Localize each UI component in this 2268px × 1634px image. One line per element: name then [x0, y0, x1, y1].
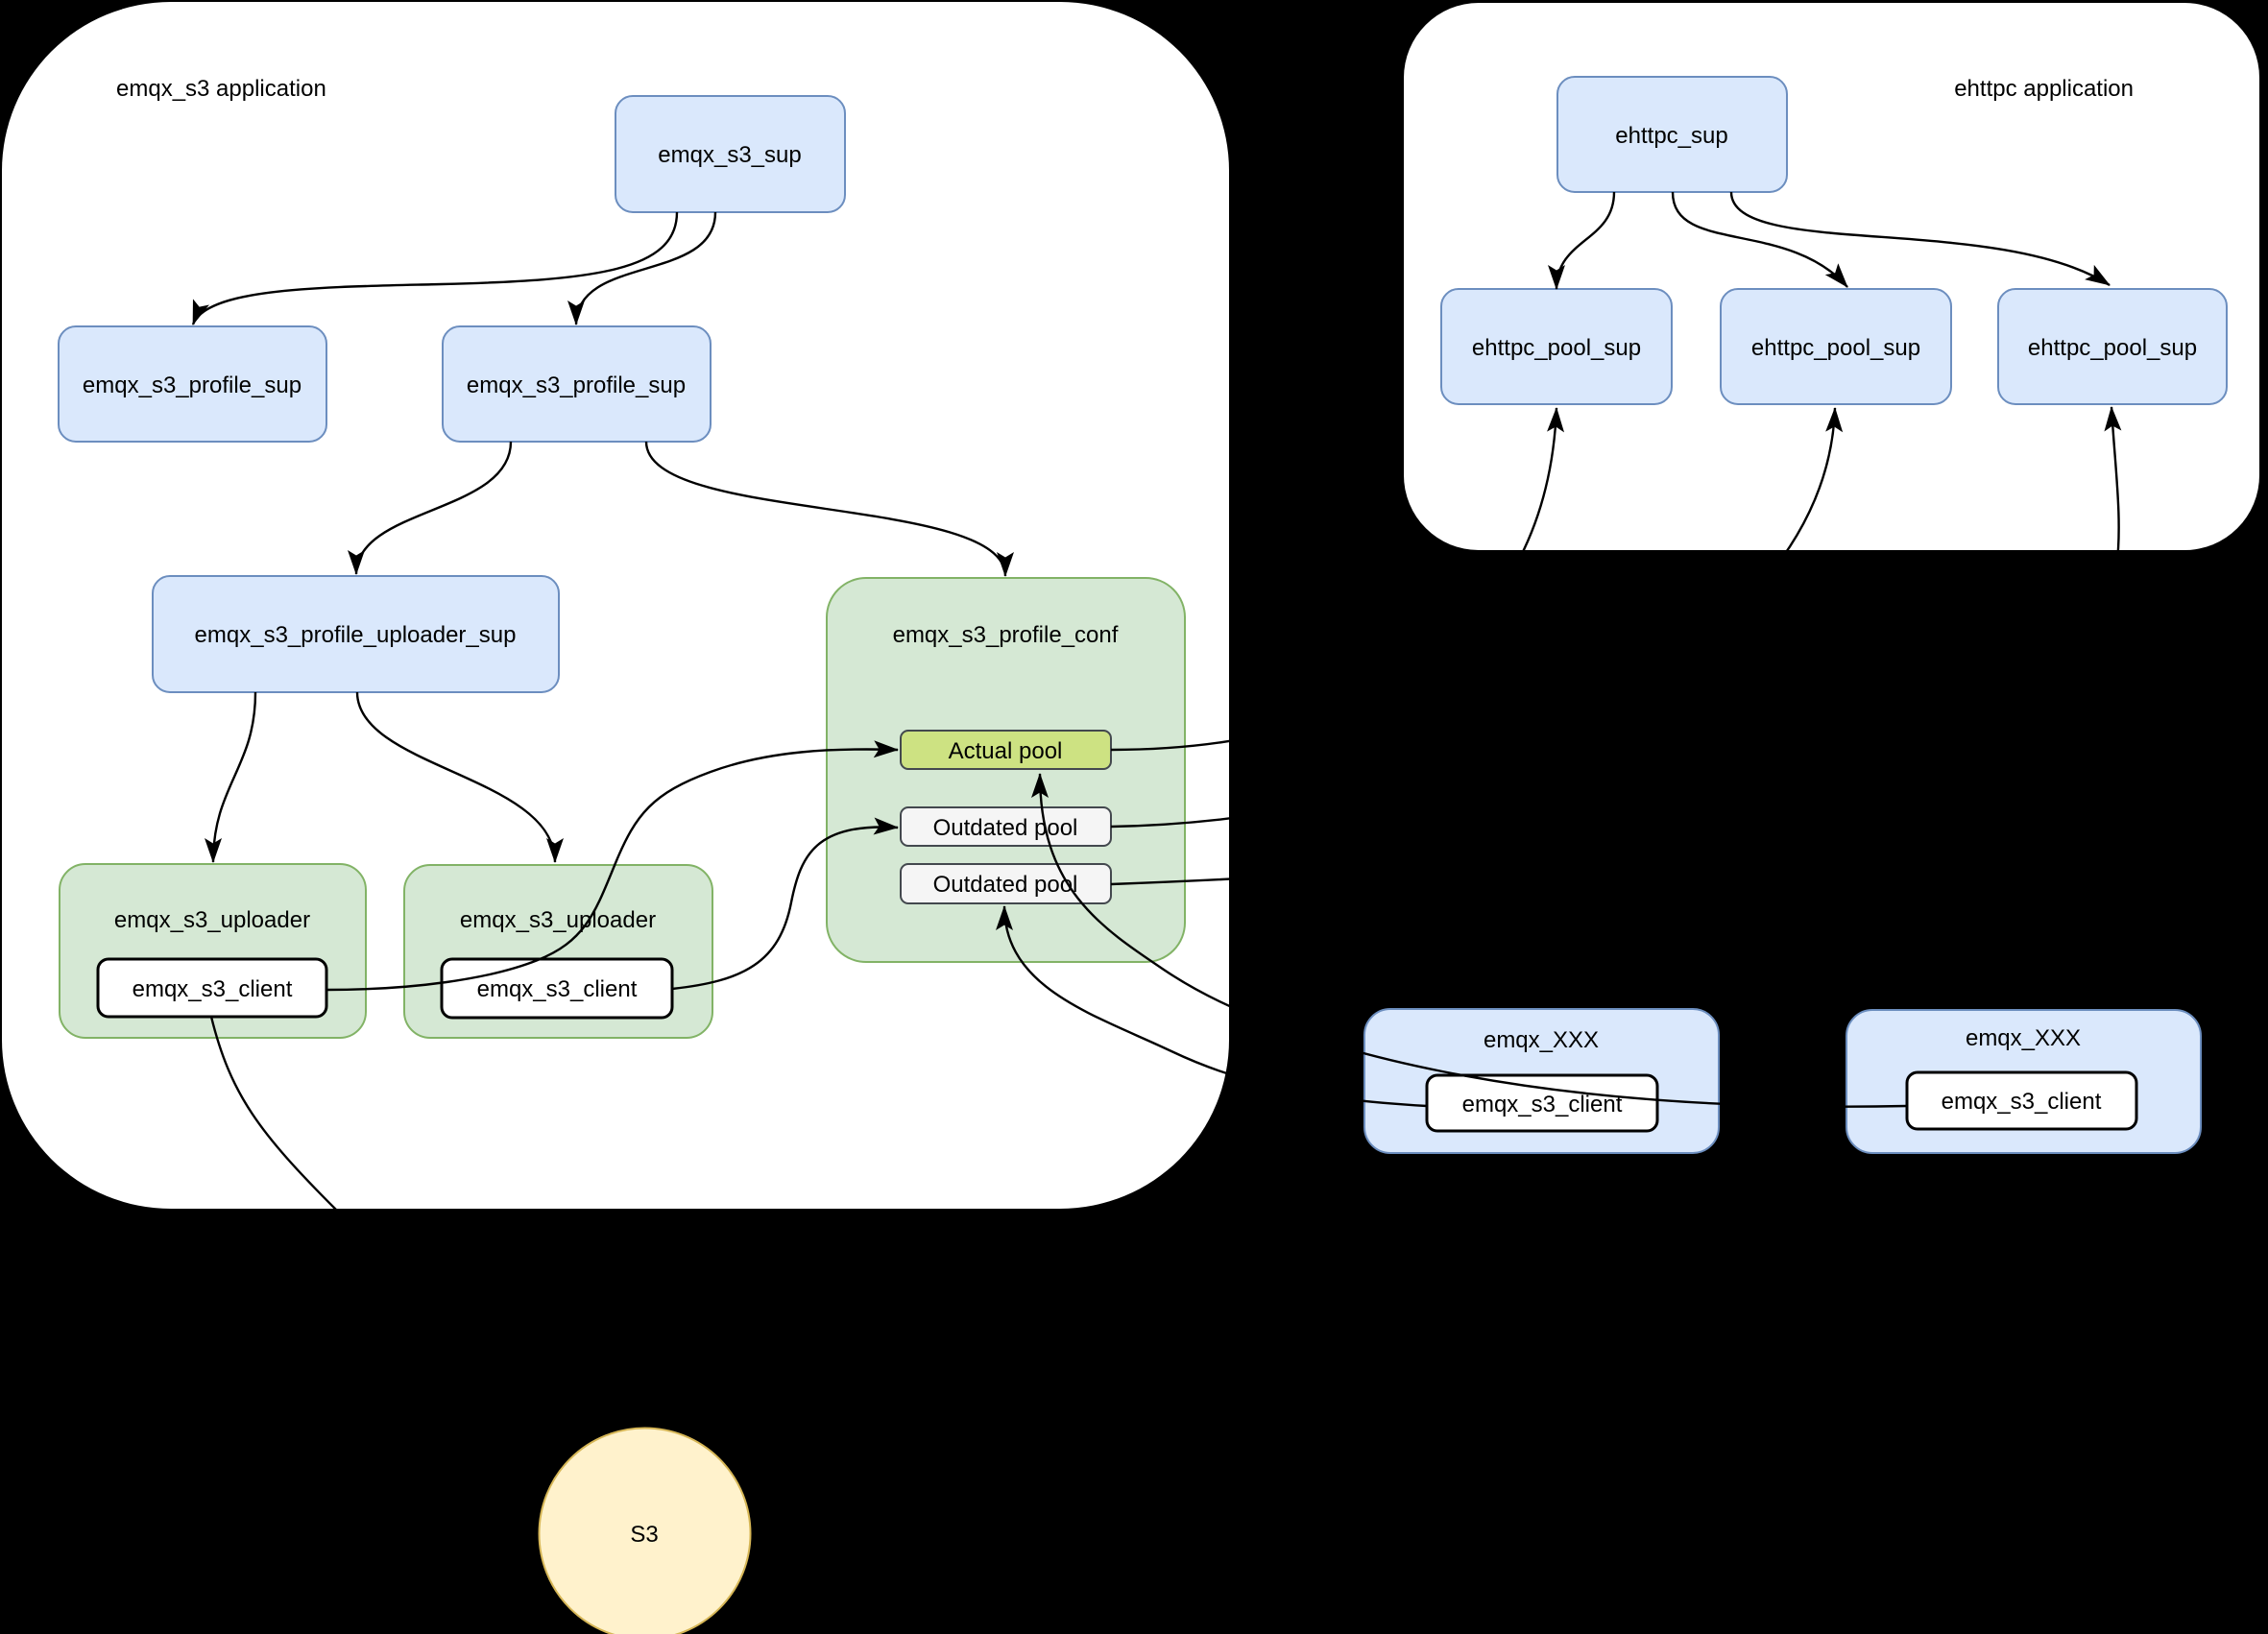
- svg-text:emqx_XXX: emqx_XXX: [1484, 1027, 1599, 1053]
- svg-text:ehttpc_sup: ehttpc_sup: [1615, 123, 1727, 149]
- svg-text:emqx_s3_client: emqx_s3_client: [1942, 1089, 2102, 1115]
- svg-text:emqx_s3_client: emqx_s3_client: [477, 976, 638, 1002]
- svg-text:emqx_s3_profile_sup: emqx_s3_profile_sup: [467, 372, 686, 398]
- svg-text:emqx_s3_uploader: emqx_s3_uploader: [114, 907, 310, 933]
- svg-text:ehttpc_pool_sup: ehttpc_pool_sup: [2028, 335, 2197, 361]
- svg-text:ehttpc_pool_sup: ehttpc_pool_sup: [1751, 335, 1920, 361]
- svg-text:emqx_s3_uploader: emqx_s3_uploader: [460, 907, 656, 933]
- svg-text:Outdated pool: Outdated pool: [933, 815, 1078, 841]
- svg-text:emqx_s3_sup: emqx_s3_sup: [658, 142, 801, 168]
- svg-text:emqx_s3_profile_uploader_sup: emqx_s3_profile_uploader_sup: [195, 622, 517, 648]
- svg-text:ehttpc_pool_sup: ehttpc_pool_sup: [1472, 335, 1641, 361]
- svg-text:emqx_s3_profile_sup: emqx_s3_profile_sup: [83, 372, 302, 398]
- svg-text:emqx_XXX: emqx_XXX: [1966, 1025, 2081, 1051]
- svg-text:emqx_s3 application: emqx_s3 application: [116, 76, 326, 102]
- svg-text:Outdated pool: Outdated pool: [933, 872, 1078, 898]
- svg-text:ehttpc application: ehttpc application: [1954, 76, 2134, 102]
- svg-text:emqx_s3_client: emqx_s3_client: [133, 976, 293, 1002]
- svg-text:emqx_s3_profile_conf: emqx_s3_profile_conf: [893, 622, 1119, 648]
- svg-text:S3: S3: [630, 1522, 658, 1548]
- svg-text:emqx_s3_client: emqx_s3_client: [1462, 1092, 1623, 1117]
- svg-text:Actual pool: Actual pool: [949, 738, 1063, 764]
